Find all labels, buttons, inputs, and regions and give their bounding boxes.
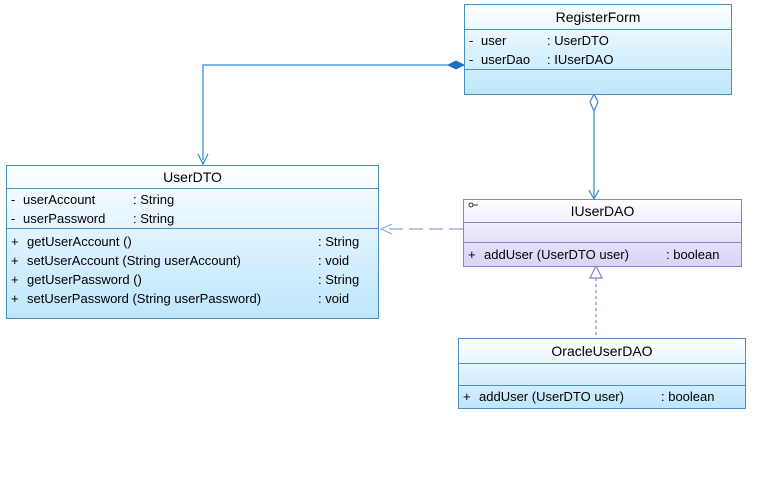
operation-type: : String: [318, 234, 360, 249]
attributes-compartment: - userAccount : String - userPassword : …: [7, 188, 378, 228]
operation-signature: getUserPassword (): [27, 272, 142, 287]
operation-type: : void: [318, 291, 350, 306]
operations-compartment: + getUserAccount () : String + setUserAc…: [7, 228, 378, 318]
visibility: -: [469, 52, 474, 67]
aggregation-diamond-icon: [589, 92, 599, 113]
operation-type: : String: [318, 272, 360, 287]
visibility: +: [11, 272, 19, 287]
class-name: UserDTO: [163, 169, 222, 185]
attributes-compartment: - user : UserDTO - userDao : IUserDAO: [465, 29, 731, 69]
attribute-row: - user : UserDTO: [469, 32, 729, 122]
edge-iuserdao-userdto: [379, 223, 463, 235]
interface-icon: [468, 201, 478, 213]
class-userdto[interactable]: UserDTO - userAccount : String - userPas…: [6, 165, 379, 319]
edge-oracleuserdao-iuserdao: [589, 264, 603, 338]
operations-compartment: + addUser (UserDTO user) : boolean: [464, 242, 741, 266]
operation-signature: addUser (UserDTO user): [484, 247, 629, 262]
realization-triangle-icon: [589, 264, 603, 279]
attribute-row: - userPassword : String: [11, 210, 376, 300]
class-name-compartment: IUserDAO: [464, 200, 741, 222]
attribute-name: userAccount: [23, 192, 96, 207]
attribute-row: - userDao : IUserDAO: [469, 51, 729, 141]
operation-signature: addUser (UserDTO user): [479, 389, 624, 404]
class-registerform[interactable]: RegisterForm - user : UserDTO - userDao …: [464, 4, 732, 95]
operation-row: + addUser (UserDTO user) : boolean: [468, 246, 739, 336]
attribute-type: : String: [133, 211, 175, 226]
operation-row: + getUserPassword () : String: [11, 271, 376, 361]
operations-compartment: [465, 69, 731, 94]
edge-registerform-userdto: [197, 60, 466, 166]
class-name-compartment: RegisterForm: [465, 5, 731, 29]
class-name-compartment: OracleUserDAO: [459, 339, 745, 363]
edge-registerform-iuserdao: [588, 92, 600, 201]
operation-type: : boolean: [666, 247, 720, 262]
class-name: OracleUserDAO: [551, 343, 653, 359]
visibility: +: [11, 253, 19, 268]
visibility: -: [11, 192, 16, 207]
attributes-compartment: [459, 363, 745, 385]
operation-row: + setUserAccount (String userAccount) : …: [11, 252, 376, 342]
visibility: -: [11, 211, 16, 226]
relationship-edges: [197, 60, 603, 338]
attribute-name: user: [481, 33, 507, 48]
attribute-type: : IUserDAO: [547, 52, 614, 67]
visibility: -: [469, 33, 474, 48]
operation-row: + getUserAccount () : String: [11, 233, 376, 323]
class-name: RegisterForm: [555, 9, 641, 25]
attributes-compartment: [464, 222, 741, 242]
arrowhead-icon: [379, 223, 393, 235]
attribute-name: userDao: [481, 52, 531, 67]
class-name-compartment: UserDTO: [7, 166, 378, 188]
arrowhead-icon: [197, 153, 209, 166]
attribute-type: : UserDTO: [547, 33, 609, 48]
visibility: +: [11, 234, 19, 249]
attribute-row: - userAccount : String: [11, 191, 376, 281]
class-oracleuserdao[interactable]: OracleUserDAO + addUser (UserDTO user) :…: [458, 338, 746, 409]
operation-signature: getUserAccount (): [27, 234, 132, 249]
composition-diamond-icon: [446, 60, 466, 70]
visibility: +: [463, 389, 471, 404]
operation-row: + setUserPassword (String userPassword) …: [11, 290, 376, 380]
operation-row: + addUser (UserDTO user) : boolean: [463, 388, 743, 478]
attribute-name: userPassword: [23, 211, 106, 226]
operation-type: : void: [318, 253, 350, 268]
operations-compartment: + addUser (UserDTO user) : boolean: [459, 385, 745, 408]
operation-signature: setUserPassword (String userPassword): [27, 291, 262, 306]
interface-iuserdao[interactable]: IUserDAO + addUser (UserDTO user) : bool…: [463, 199, 742, 267]
class-name: IUserDAO: [570, 203, 635, 219]
attribute-type: : String: [133, 192, 175, 207]
visibility: +: [468, 247, 476, 262]
visibility: +: [11, 291, 19, 306]
operation-type: : boolean: [661, 389, 715, 404]
operation-signature: setUserAccount (String userAccount): [27, 253, 241, 268]
